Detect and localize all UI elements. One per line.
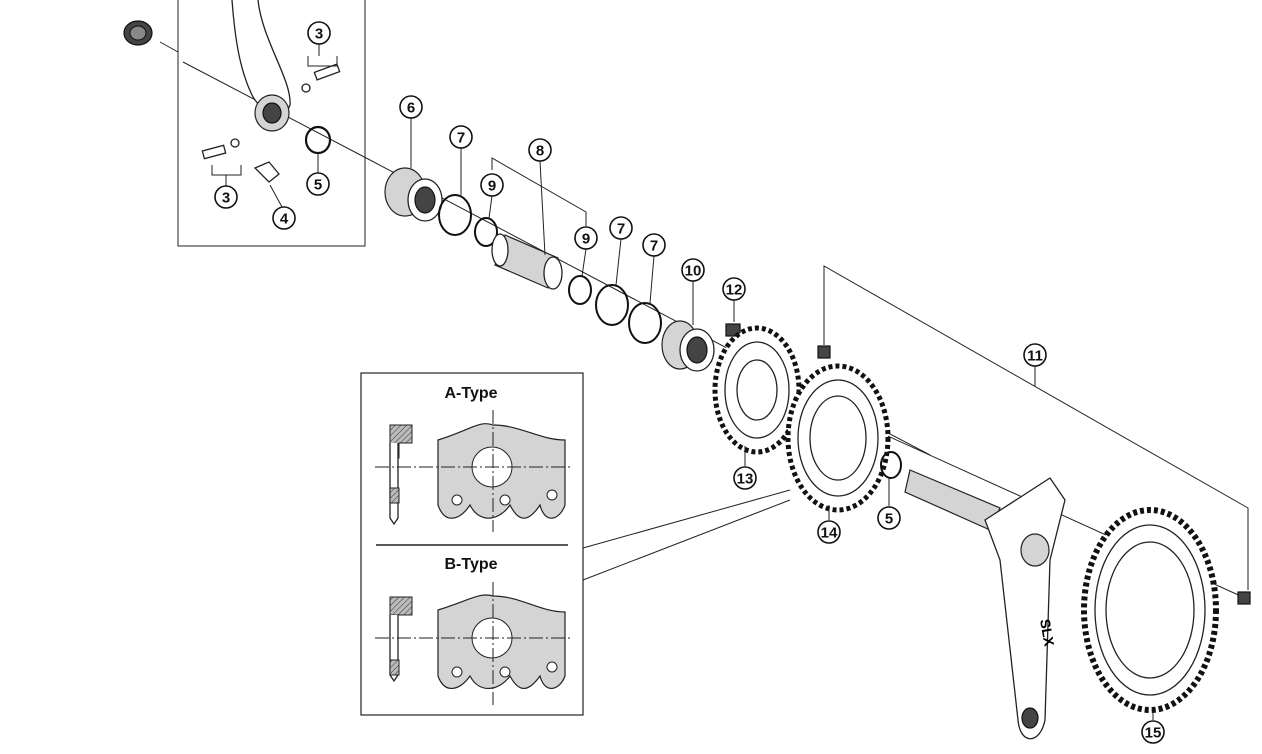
callout-number: 7 (650, 238, 658, 255)
callout-circle (1023, 343, 1047, 367)
callout-9: 7 (609, 216, 633, 240)
callout-8: 9 (574, 226, 598, 250)
bb-cup-right (661, 320, 715, 372)
callout-5: 7 (449, 125, 473, 149)
callout-number: 13 (737, 471, 754, 488)
callout-number: 10 (685, 263, 702, 280)
a-type-illustration (375, 410, 570, 532)
small-chainring (712, 325, 802, 455)
callout-4: 6 (399, 95, 423, 119)
callout-17: 15 (1141, 720, 1165, 744)
bb-cup-left (384, 167, 443, 222)
crank-arm-fixing-bolt-cap (123, 20, 153, 46)
callout-circle (399, 95, 423, 119)
callout-10: 7 (642, 233, 666, 257)
callout-circle (306, 172, 330, 196)
b-type-label: B-Type (444, 556, 497, 573)
callout-circle (733, 466, 757, 490)
callout-circle (722, 277, 746, 301)
axis-line (159, 41, 179, 53)
left-crank-inset (177, 0, 366, 247)
callout-14: 13 (733, 466, 757, 490)
callout-number: 3 (222, 190, 230, 207)
callout-number: 8 (536, 143, 544, 160)
b-type-illustration (375, 582, 570, 705)
callout-16: 5 (877, 506, 901, 530)
callout-number: 9 (582, 231, 590, 248)
callout-number: 6 (407, 100, 415, 117)
a-type-label: A-Type (444, 385, 497, 402)
callout-circle (609, 216, 633, 240)
chainring-bolt (1237, 591, 1251, 605)
callout-number: 11 (1027, 348, 1043, 365)
callout-12: 12 (722, 277, 746, 301)
callout-circle (681, 258, 705, 282)
callout-13: 11 (1023, 343, 1047, 367)
callout-number: 5 (314, 177, 322, 194)
callout-circle (307, 21, 331, 45)
callout-6: 8 (528, 138, 552, 162)
callout-3: 5 (306, 172, 330, 196)
callout-circle (877, 506, 901, 530)
callout-2: 4 (272, 206, 296, 230)
callout-circle (642, 233, 666, 257)
callout-circle (214, 185, 238, 209)
large-chainring (1081, 507, 1219, 713)
callout-number: 5 (885, 511, 893, 528)
callout-0: 3 (307, 21, 331, 45)
callout-1: 3 (214, 185, 238, 209)
callout-circle (817, 520, 841, 544)
callout-circle (574, 226, 598, 250)
callout-circle (1141, 720, 1165, 744)
callout-circle (528, 138, 552, 162)
callout-circle (449, 125, 473, 149)
callout-number: 14 (821, 525, 838, 542)
callout-number: 3 (315, 26, 323, 43)
callout-number: 9 (488, 178, 496, 195)
callout-11: 10 (681, 258, 705, 282)
callout-15: 14 (817, 520, 841, 544)
callout-7: 9 (480, 173, 504, 197)
callout-group: 3 3 4 5 6 7 8 9 9 7 7 10 12 11 13 14 5 15 (214, 21, 1165, 744)
callout-circle (272, 206, 296, 230)
callout-circle (480, 173, 504, 197)
callout-number: 15 (1145, 725, 1162, 742)
inner-cover (491, 233, 563, 290)
callout-number: 7 (617, 221, 625, 238)
callout-number: 7 (457, 130, 465, 147)
chainring-type-inset: A-Type B-Type (360, 372, 791, 716)
middle-chainring (785, 363, 891, 513)
callout-number: 12 (726, 282, 743, 299)
crank-logo: SLX (1037, 618, 1058, 648)
callout-number: 4 (280, 211, 289, 228)
right-crank-arm: SLX (904, 469, 1066, 740)
